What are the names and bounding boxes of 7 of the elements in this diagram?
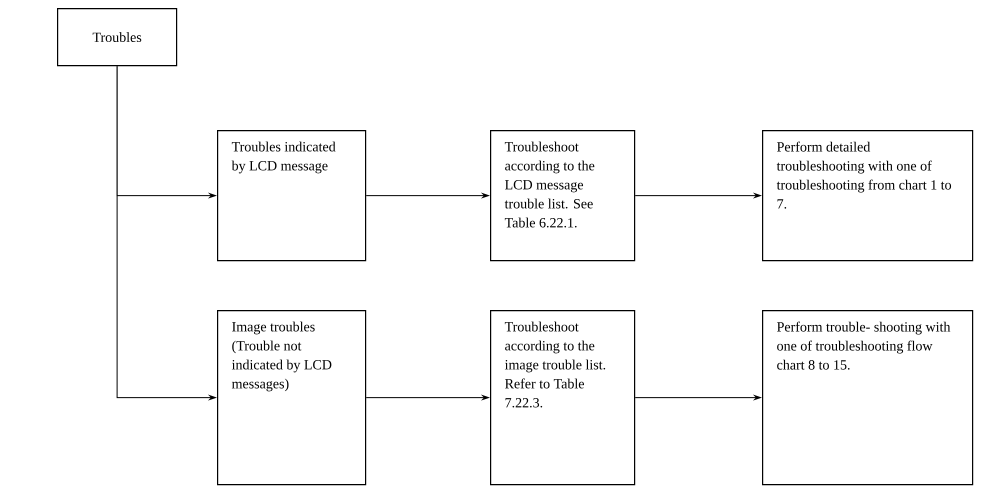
process-box: Troubles [57,8,178,66]
process-box: Troubleshoot according to the image trouble list. Refer to Table 7.22.3. [490,310,636,486]
process-box: Perform detailed troubleshooting with one of troubleshooting from chart 1 to 7. [762,130,974,262]
process-box: Troubleshoot according to the LCD message trouble list. See Table 6.22.1. [490,130,636,262]
process-box: Image troubles (Trouble not indicated by LCD messages) [217,310,366,486]
process-box: Troubles indicated by LCD message [217,130,366,262]
process-box: Perform trouble- shooting with one of troubleshooting flow chart 8 to 15. [762,310,974,486]
